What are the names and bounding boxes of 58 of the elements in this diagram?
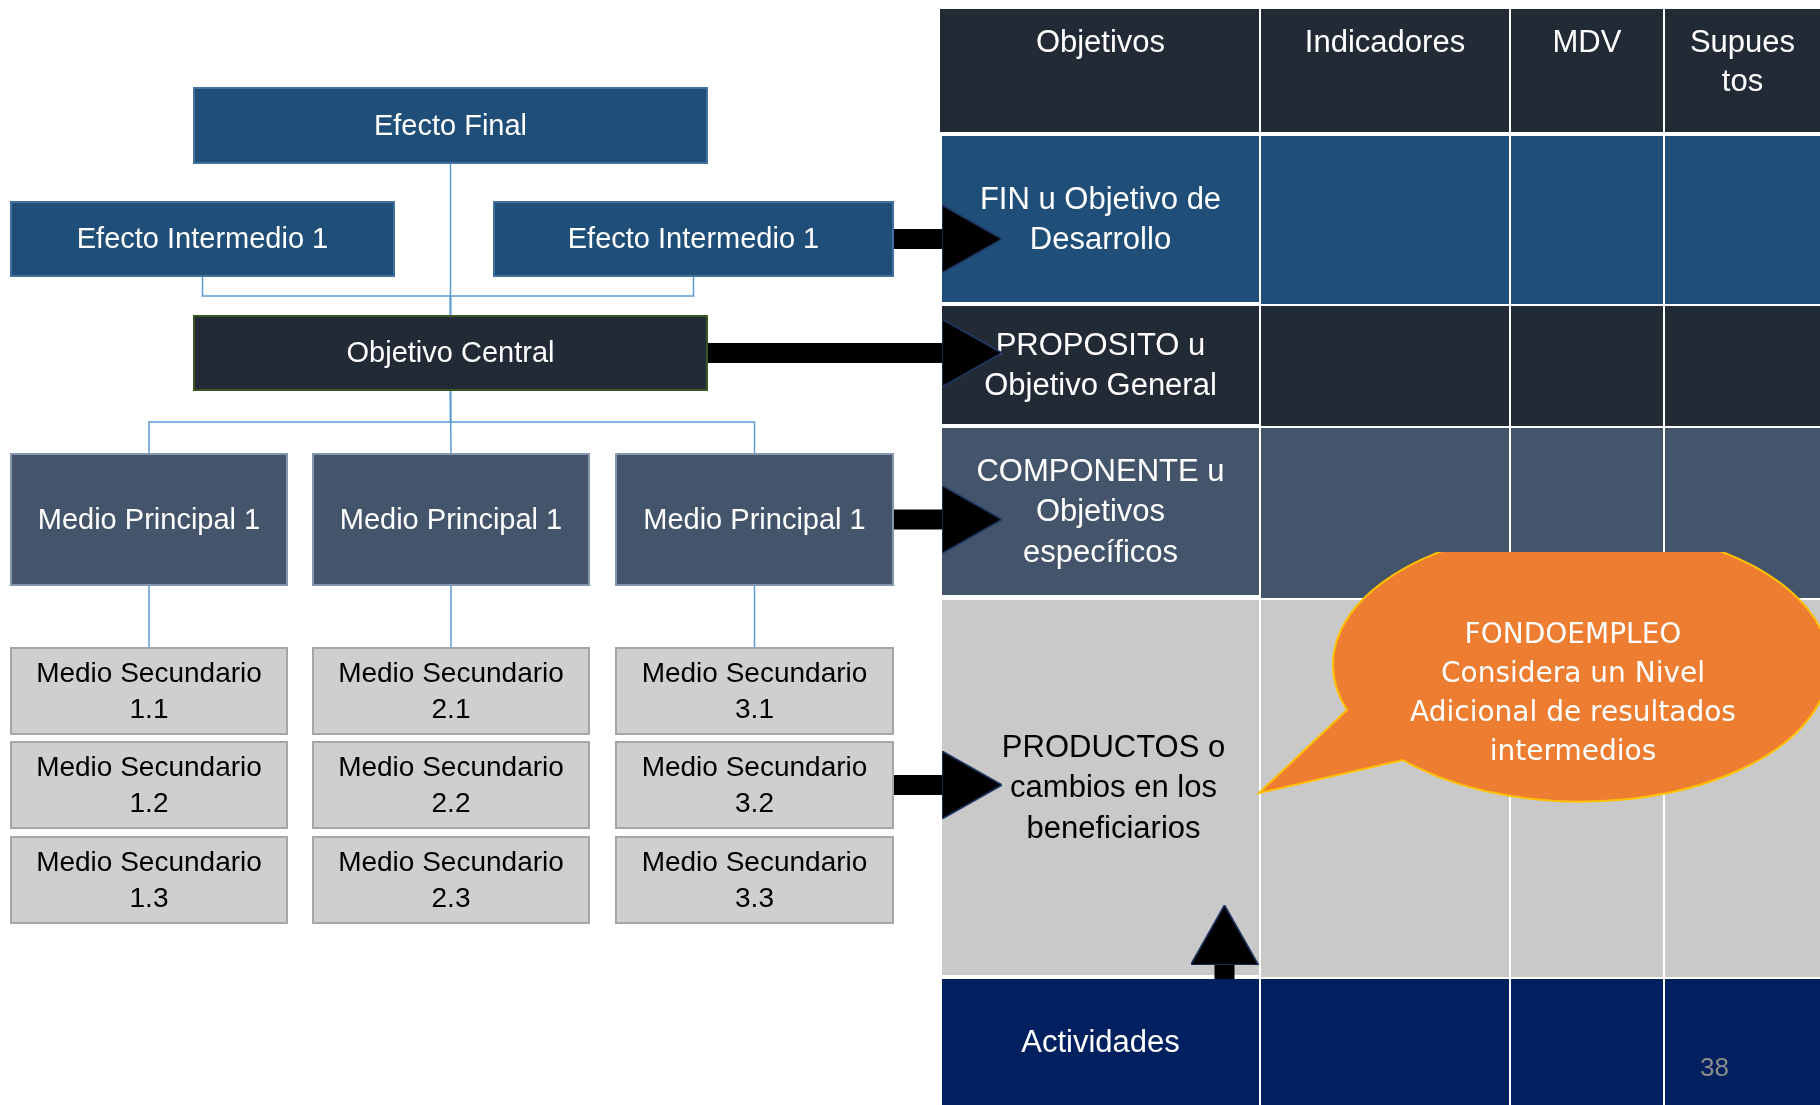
- table-row-header: [942, 428, 1259, 595]
- connector-line: [148, 585, 150, 648]
- means-box: [312, 647, 590, 735]
- means-box: [10, 453, 288, 586]
- table-row-header: [942, 306, 1259, 424]
- node-text: COMPONENTE u Objetivos específicos: [975, 452, 1226, 571]
- node-text: Medio Principal 1: [643, 501, 866, 537]
- page-number: 38: [1700, 1052, 1729, 1083]
- block-arrow: [1189, 904, 1260, 979]
- table-row-header: [942, 979, 1259, 1105]
- means-box: [312, 741, 590, 829]
- connector-line: [449, 276, 695, 316]
- node-text: Medio Secundario 1.3: [35, 844, 263, 915]
- connector-line: [450, 585, 452, 648]
- means-box: [10, 647, 288, 735]
- table-row-header: [942, 600, 1259, 975]
- effect-box: [493, 201, 894, 277]
- means-box: [312, 836, 590, 924]
- node-text: PROPOSITO u Objetivo General: [983, 325, 1218, 404]
- means-box: [10, 836, 288, 924]
- node-text: Medio Secundario 1.1: [35, 655, 263, 726]
- column-header: Objetivos: [1034, 23, 1167, 61]
- column-header: MDV: [1551, 23, 1623, 61]
- block-arrow: [894, 204, 1003, 274]
- node-text: Medio Secundario 3.3: [640, 844, 869, 915]
- node-text: PRODUCTOS o cambios en los beneficiarios: [1000, 728, 1227, 847]
- block-arrow: [894, 750, 1003, 820]
- block-arrow: [708, 318, 1003, 388]
- block-arrow: [894, 484, 1003, 555]
- node-text: Medio Principal 1: [339, 501, 563, 537]
- node-text: Medio Principal 1: [37, 501, 261, 537]
- node-text: FONDOEMPLEO Considera un Nivel Adicional de resultados intermedios: [1409, 615, 1737, 770]
- means-box: [615, 453, 894, 586]
- objective-box: [193, 315, 708, 391]
- effect-box: [193, 87, 708, 164]
- column-header: Indicadores: [1303, 23, 1467, 61]
- node-text: Objetivo Central: [346, 335, 555, 371]
- node-text: Medio Secundario 2.3: [337, 844, 565, 915]
- column-header: Supues tos: [1688, 23, 1797, 100]
- node-text: Actividades: [1021, 1022, 1180, 1061]
- connector-line: [753, 585, 756, 648]
- means-box: [615, 741, 894, 829]
- means-box: [312, 453, 590, 586]
- node-text: FIN u Objetivo de Desarrollo: [978, 179, 1223, 258]
- effect-box: [10, 201, 395, 277]
- node-text: Medio Secundario 3.1: [640, 655, 869, 726]
- means-box: [615, 647, 894, 735]
- means-box: [10, 741, 288, 829]
- table-row-header: [942, 136, 1259, 302]
- node-text: Medio Secundario 3.2: [640, 749, 869, 820]
- node-text: Medio Secundario 2.2: [337, 749, 565, 820]
- node-text: Efecto Intermedio 1: [76, 221, 329, 257]
- node-text: Medio Secundario 1.2: [35, 749, 263, 820]
- means-box: [615, 836, 894, 924]
- node-text: Medio Secundario 2.1: [337, 655, 565, 726]
- connector-line: [449, 390, 756, 454]
- node-text: Efecto Intermedio 1: [567, 221, 820, 257]
- node-text: Efecto Final: [373, 107, 528, 143]
